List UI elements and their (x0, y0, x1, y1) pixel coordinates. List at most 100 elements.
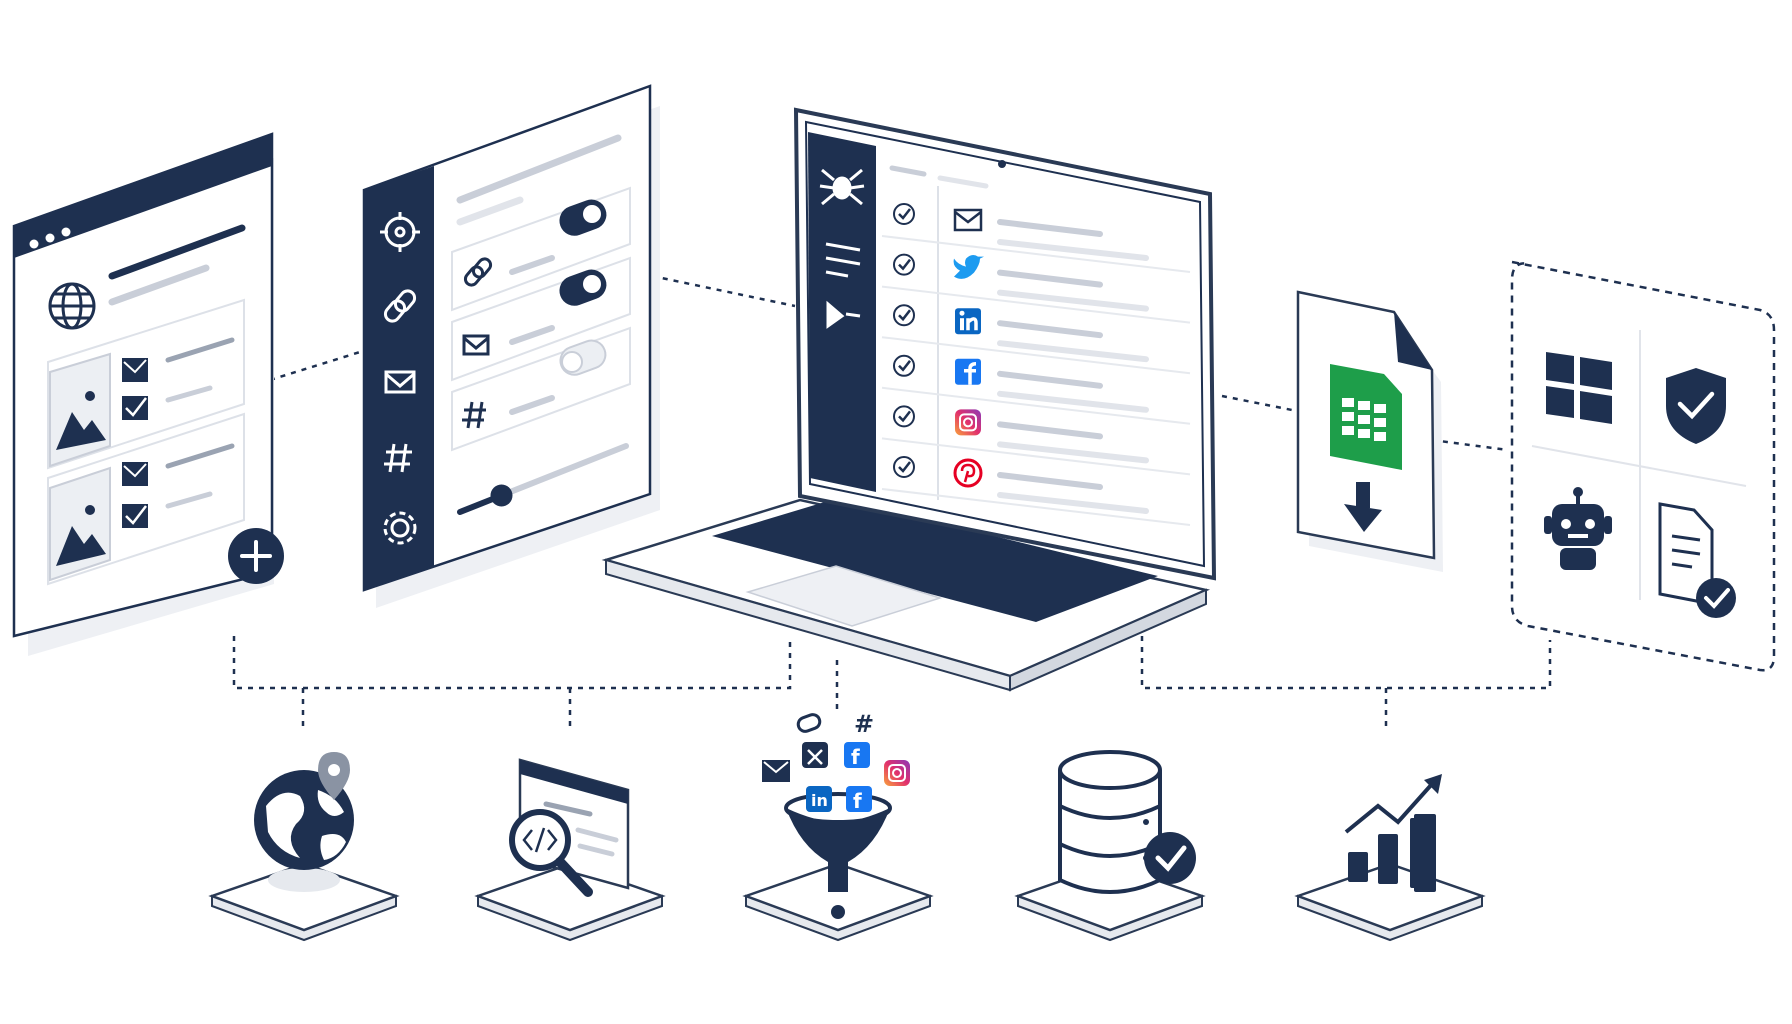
keyboard-key[interactable] (941, 808, 957, 819)
menu-icon[interactable] (825, 242, 861, 278)
features-panel (1510, 260, 1776, 672)
keyboard-key[interactable] (964, 812, 980, 824)
range-slider[interactable] (457, 443, 629, 515)
row-divider (881, 386, 1191, 425)
keyboard-key[interactable] (779, 728, 795, 739)
check-circle-icon[interactable] (893, 405, 915, 428)
check-circle-icon[interactable] (893, 304, 915, 327)
keyboard-key[interactable] (1036, 816, 1052, 827)
keyboard-key[interactable] (810, 769, 826, 781)
keyboard-key[interactable] (901, 788, 916, 799)
check-circle-icon[interactable] (893, 203, 915, 225)
keyboard-key[interactable] (734, 719, 749, 730)
target-icon[interactable] (380, 212, 420, 252)
keyboard-key[interactable] (959, 823, 975, 834)
keyboard-key[interactable] (1027, 837, 1043, 848)
keyboard-key[interactable] (946, 797, 962, 808)
toggle-switch[interactable] (557, 267, 610, 309)
keyboard-key[interactable] (923, 793, 939, 804)
trackpad[interactable] (745, 565, 943, 627)
row-divider (881, 285, 1191, 324)
keyboard-key[interactable] (878, 783, 894, 794)
keyboard-key[interactable] (955, 776, 971, 787)
keyboard-key[interactable] (1032, 826, 1047, 838)
keyboard-key[interactable] (801, 733, 817, 744)
check-circle-icon[interactable] (893, 253, 915, 276)
keyboard-key[interactable] (986, 817, 1002, 828)
toggle-switch[interactable] (557, 337, 610, 379)
keyboard-key[interactable] (891, 809, 907, 820)
keyboard-key[interactable] (991, 806, 1007, 818)
row-text-line (997, 472, 1103, 490)
keyboard-key[interactable] (833, 774, 849, 785)
keyboard-key[interactable] (910, 767, 926, 778)
keyboard-key[interactable] (996, 796, 1011, 807)
download-arrow-icon[interactable] (1344, 482, 1382, 532)
envelope-icon[interactable] (384, 370, 416, 394)
toggle-switch[interactable] (557, 197, 610, 239)
keyboard-key[interactable] (973, 791, 989, 802)
gear-icon[interactable] (383, 511, 417, 545)
platform-top (742, 862, 934, 932)
windows-logo-icon (1546, 352, 1612, 424)
robot-icon (1544, 487, 1612, 570)
toggle-list (451, 186, 631, 452)
result-row[interactable] (881, 203, 1191, 273)
keyboard-key[interactable] (1005, 774, 1021, 786)
funnel-icon: # in f f (762, 710, 910, 919)
keyboard-key[interactable] (928, 782, 944, 793)
keyboard-key[interactable] (1023, 790, 1039, 801)
keyboard-key[interactable] (1018, 800, 1034, 812)
keyboard-key[interactable] (968, 802, 984, 813)
keyboard-key[interactable] (982, 770, 998, 781)
hashtag-icon[interactable] (384, 443, 412, 473)
keyboard-key[interactable] (1027, 779, 1043, 790)
keyboard-key[interactable] (937, 761, 953, 772)
keyboard-key[interactable] (937, 818, 952, 830)
keyboard-key[interactable] (774, 739, 790, 750)
result-row[interactable] (881, 405, 1191, 476)
keyboard-key[interactable] (960, 765, 975, 776)
keyboard-key[interactable] (914, 756, 930, 767)
keyboard-key[interactable] (932, 771, 948, 782)
keyboard-key[interactable] (950, 786, 966, 798)
keyboard-key[interactable] (752, 734, 767, 745)
export-file (1296, 290, 1443, 572)
keyboard-key[interactable] (919, 803, 934, 814)
keyboard-key[interactable] (869, 747, 885, 758)
keyboard-key[interactable] (1000, 785, 1016, 796)
keyboard-key[interactable] (982, 828, 998, 839)
keyboard (712, 498, 1158, 622)
result-row[interactable] (881, 253, 1191, 324)
result-row[interactable] (881, 354, 1191, 425)
envelope-check-icon (122, 358, 148, 420)
result-row[interactable] (881, 456, 1191, 526)
cursor-icon[interactable] (826, 300, 861, 329)
keyboard-key[interactable] (788, 765, 803, 776)
keyboard-key[interactable] (896, 799, 912, 810)
link-icon[interactable] (383, 288, 418, 324)
keyboard-key[interactable] (914, 814, 930, 825)
keyboard-key[interactable] (892, 751, 908, 762)
laptop (601, 107, 1217, 867)
keyboard-key[interactable] (824, 737, 840, 749)
spider-icon[interactable] (819, 168, 865, 206)
keyboard-key[interactable] (860, 768, 876, 779)
keyboard-key[interactable] (1009, 822, 1025, 833)
add-icon[interactable] (228, 528, 284, 584)
keyboard-key[interactable] (1004, 832, 1020, 844)
result-row[interactable] (881, 304, 1191, 375)
keyboard-key[interactable] (770, 749, 785, 761)
check-circle-icon[interactable] (893, 354, 915, 377)
keyboard-key[interactable] (1045, 794, 1061, 806)
funnel-linkedin-glyph: in (811, 791, 828, 810)
keyboard-key[interactable] (978, 780, 993, 792)
keyboard-key[interactable] (1014, 811, 1029, 822)
keyboard-key[interactable] (1041, 805, 1057, 816)
check-circle-icon[interactable] (893, 456, 915, 478)
slider-knob[interactable] (490, 484, 513, 507)
config-panel (362, 84, 660, 608)
keyboard-key[interactable] (756, 723, 772, 735)
row-text-line (997, 320, 1103, 339)
document-check-icon (1658, 502, 1736, 618)
